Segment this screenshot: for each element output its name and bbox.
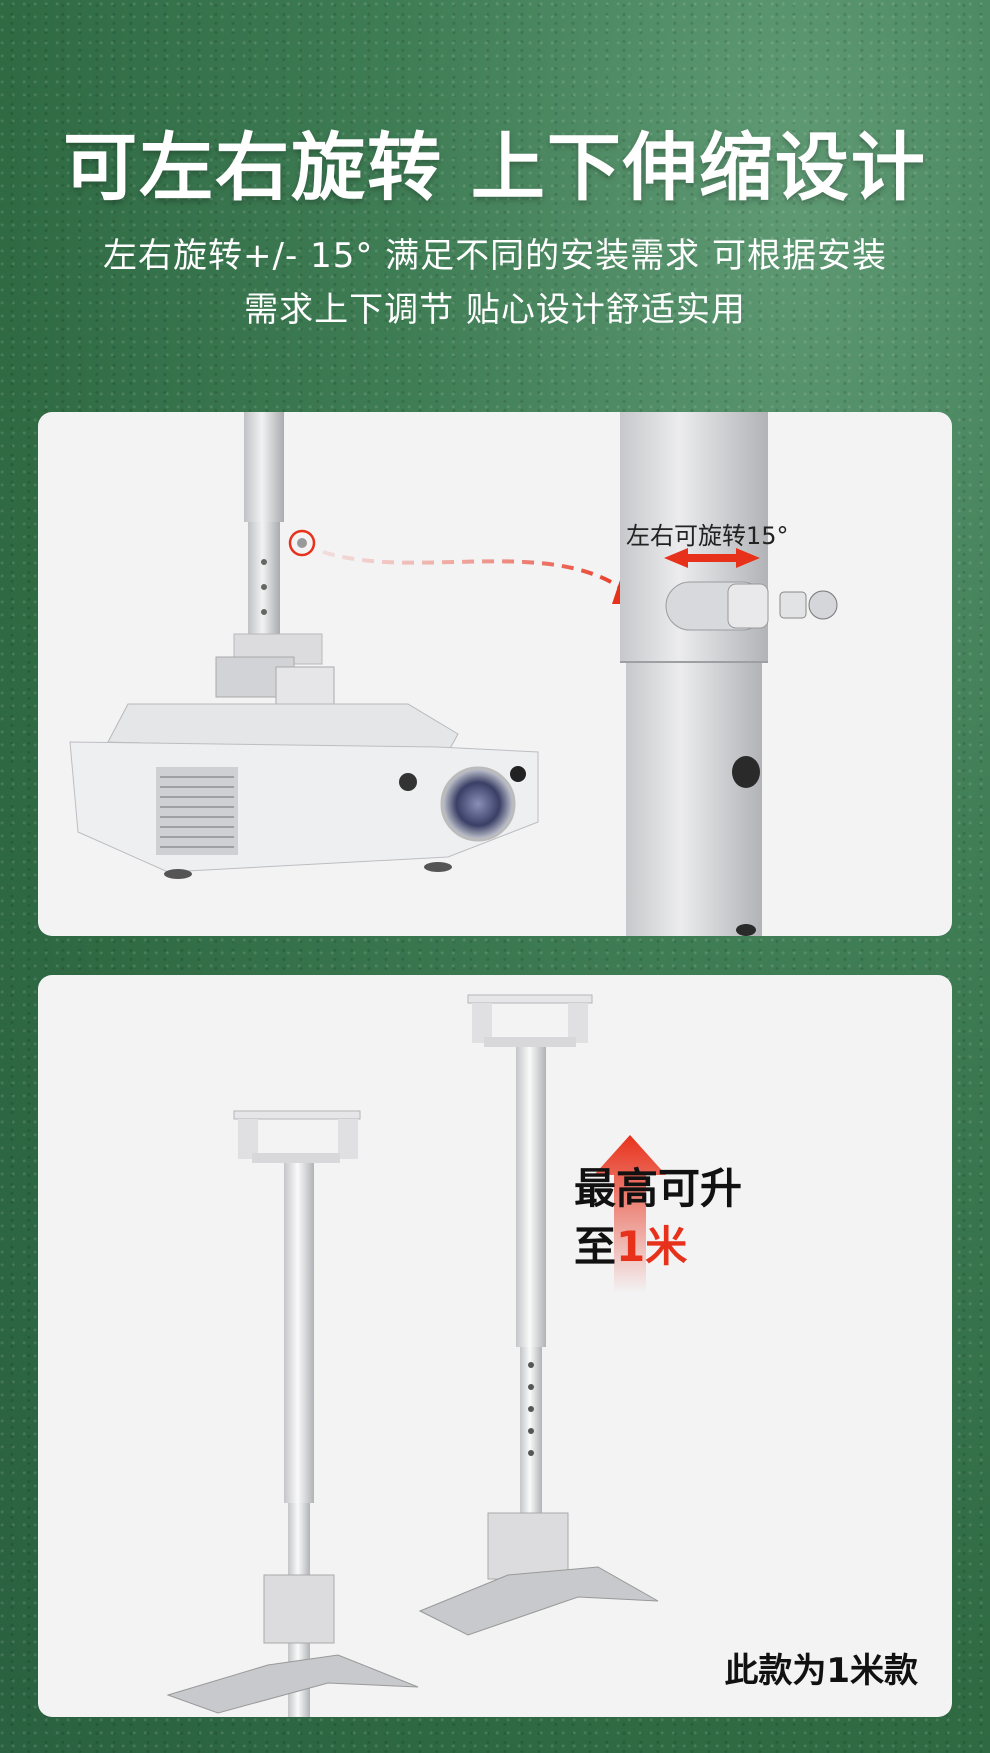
height-illustration xyxy=(166,994,666,1717)
rotation-illustration xyxy=(69,412,838,936)
rotation-card: 左右可旋转15° xyxy=(38,412,952,936)
height-card: 最高可升 至1米 此款为1米款 xyxy=(38,975,952,1717)
short-pole-upper xyxy=(284,1163,314,1503)
tall-pole-upper xyxy=(516,1047,546,1347)
projector-top xyxy=(107,703,459,753)
height-caption-line-2: 至1米 xyxy=(574,1213,687,1274)
subtitle-line-2: 需求上下调节 贴心设计舒适实用 xyxy=(244,290,746,330)
subtitle-line-1: 左右旋转+/- 15° 满足不同的安装需求 可根据安装 xyxy=(103,236,887,276)
rotation-label: 左右可旋转15° xyxy=(626,522,789,550)
large-pole-lower xyxy=(626,662,762,936)
highlight-circle xyxy=(288,529,316,557)
height-caption-line-1: 最高可升 xyxy=(574,1164,743,1213)
projector-lens xyxy=(440,766,516,842)
rotate-double-arrow xyxy=(664,548,760,568)
page-title: 可左右旋转 上下伸缩设计 xyxy=(63,125,927,211)
model-note: 此款为1米款 xyxy=(724,1651,918,1691)
height-caption-prefix: 至 xyxy=(574,1222,617,1271)
up-arrow xyxy=(594,1135,666,1293)
height-caption-highlight: 1米 xyxy=(616,1222,688,1271)
upper-pole xyxy=(244,412,284,522)
short-mount-arms xyxy=(166,1654,419,1714)
dashed-arrow xyxy=(322,550,635,599)
tall-mount-arms xyxy=(418,1566,659,1636)
